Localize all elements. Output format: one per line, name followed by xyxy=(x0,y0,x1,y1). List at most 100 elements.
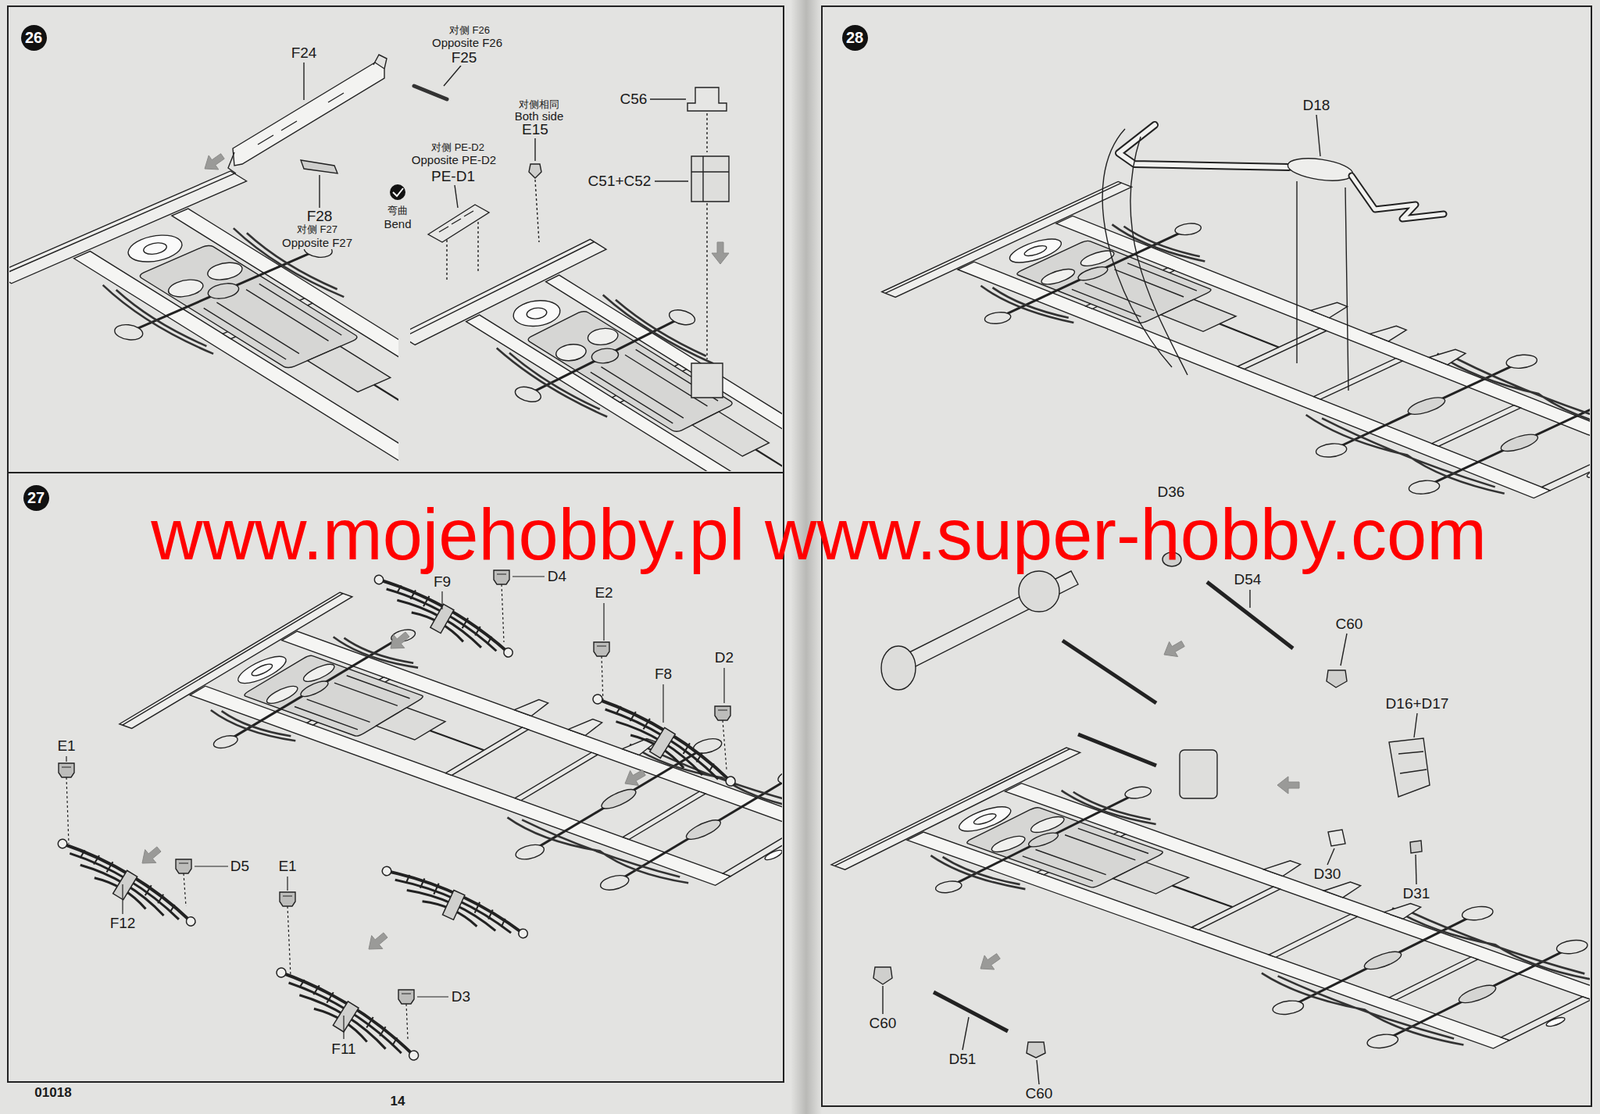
leader-lines xyxy=(66,576,727,1040)
illustration-use xyxy=(410,239,783,472)
illustration-path xyxy=(687,87,727,111)
part-label: F11 xyxy=(329,1041,358,1058)
part-label: E15 xyxy=(520,121,550,139)
illustration-path xyxy=(873,967,893,985)
illustration-use xyxy=(584,687,740,799)
direction-arrow xyxy=(621,764,649,791)
illustration-path xyxy=(1207,582,1293,649)
part-label: Opposite F26 xyxy=(430,36,504,50)
illustration-path xyxy=(512,575,545,577)
part-label: F25 xyxy=(450,50,479,67)
illustration-path xyxy=(691,156,729,202)
illustration-use xyxy=(398,989,415,1004)
illustration-path xyxy=(1398,751,1427,774)
chassis-view xyxy=(119,592,783,922)
illustration-path xyxy=(1036,1060,1040,1085)
illustration-path xyxy=(65,756,67,762)
illustration-use xyxy=(831,747,1590,1083)
part-label: D2 xyxy=(713,650,736,667)
part-label: D18 xyxy=(1301,97,1333,115)
direction-arrow xyxy=(975,949,1004,976)
illustration-path xyxy=(286,876,288,891)
illustration-path xyxy=(194,865,229,867)
illustration-path xyxy=(1249,589,1250,608)
part-label: E1 xyxy=(276,858,298,875)
step-number: 28 xyxy=(846,29,864,46)
illustration-use xyxy=(267,960,424,1073)
illustration-path xyxy=(1026,1042,1046,1058)
watermark: www.mojehobby.pl www.super-hobby.com xyxy=(150,495,1487,575)
illustration-path xyxy=(1410,840,1422,854)
illustration-use xyxy=(50,832,200,939)
illustration-path xyxy=(1415,854,1417,885)
part-label: F24 xyxy=(289,45,319,62)
direction-arrow xyxy=(385,628,414,656)
illustration-rect xyxy=(691,363,723,398)
step-number-badge: 27 xyxy=(23,485,50,511)
step-number: 27 xyxy=(27,489,45,506)
direction-arrow xyxy=(136,842,165,871)
illustration-path xyxy=(392,188,404,197)
illustration-path xyxy=(1296,181,1349,391)
illustration-use xyxy=(375,859,532,950)
illustration-path xyxy=(1351,175,1444,219)
part-label: D16+D17 xyxy=(1384,696,1451,713)
illustration-path xyxy=(706,113,708,153)
illustration-path xyxy=(1340,633,1347,666)
illustration-path xyxy=(428,204,490,243)
spring-brackets xyxy=(58,570,731,1004)
direction-arrow xyxy=(711,242,729,265)
illustration-path xyxy=(603,603,604,641)
illustration-path xyxy=(441,591,443,610)
illustration-path xyxy=(439,210,474,233)
illustration-use xyxy=(714,706,731,721)
illustration-path xyxy=(534,138,536,161)
illustration-path xyxy=(414,85,447,100)
illustration-path xyxy=(882,985,883,1015)
illustration-path xyxy=(1327,848,1335,865)
illustration-path xyxy=(454,185,458,208)
part-label: D51 xyxy=(947,1051,979,1068)
direction-arrow xyxy=(363,928,392,957)
part-label: 弯曲 xyxy=(385,205,410,217)
illustration-path xyxy=(417,996,449,997)
direction-arrow xyxy=(1160,635,1188,662)
part-label: C51+C52 xyxy=(586,173,654,190)
illustration-circle xyxy=(1018,571,1060,612)
illustration-path xyxy=(1316,114,1321,157)
step-number: 26 xyxy=(25,29,43,46)
part-label: E2 xyxy=(592,585,615,602)
illustration-path xyxy=(446,221,479,282)
illustration-path xyxy=(1130,136,1188,375)
illustration-path xyxy=(1328,829,1346,847)
part-label: D31 xyxy=(1401,885,1433,903)
illustration-use xyxy=(175,859,192,874)
illustration-path xyxy=(303,62,304,100)
part-label: 对侧 F26 xyxy=(447,25,492,36)
illustration-path xyxy=(257,92,344,145)
part-label: 对侧 F27 xyxy=(295,224,340,236)
direction-arrow xyxy=(200,149,229,176)
part-label: D5 xyxy=(228,858,251,875)
part-label: C60 xyxy=(1024,1085,1055,1103)
illustration-path xyxy=(228,54,387,174)
direction-arrow xyxy=(1277,776,1300,794)
panel-divider xyxy=(7,471,784,474)
illustration-use xyxy=(58,763,75,778)
illustration-path xyxy=(887,571,1079,677)
part-label: D3 xyxy=(450,989,472,1006)
illustration-use xyxy=(882,181,1590,530)
illustration-path xyxy=(1078,734,1157,766)
part-label: E1 xyxy=(55,738,77,755)
chassis-view xyxy=(831,181,1590,1082)
illustration-path xyxy=(723,667,725,704)
illustration-path xyxy=(1414,713,1418,738)
part-label: PE-D1 xyxy=(429,168,477,186)
part-label: 对侧相同 xyxy=(517,99,561,111)
part-label: C60 xyxy=(1334,616,1365,633)
part-label: C60 xyxy=(867,1015,899,1033)
part-label: F9 xyxy=(432,574,453,591)
illustration-path xyxy=(1326,670,1347,688)
illustration-use xyxy=(367,568,518,670)
illustration-path xyxy=(1351,175,1444,219)
